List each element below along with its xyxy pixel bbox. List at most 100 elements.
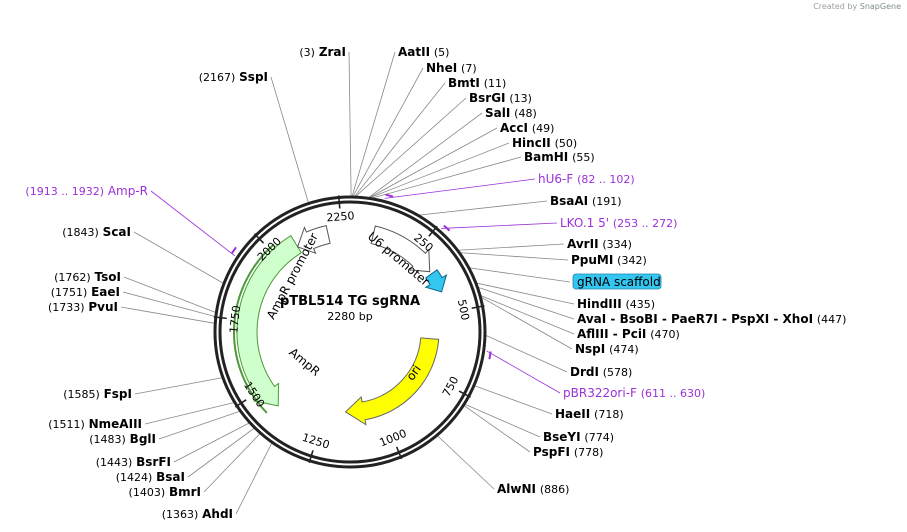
leader-line [270, 76, 310, 204]
label-pvui: (1733) PvuI [48, 300, 118, 314]
leader-line [479, 294, 575, 335]
leader-line [486, 350, 561, 394]
label-fspi: (1585) FspI [63, 387, 132, 401]
tick-label: 2250 [326, 209, 355, 224]
label-afliii-pcii: AflIII - PciI (470) [577, 327, 680, 341]
leader-line [351, 51, 396, 198]
tick-label: 1750 [227, 305, 243, 334]
label-bsaai: BsaAI (191) [550, 194, 622, 208]
leader-line [441, 222, 558, 229]
leader-line [480, 296, 573, 350]
label-hincii: HincII (50) [512, 136, 577, 150]
tick-mark [308, 450, 314, 463]
leader-line [463, 404, 531, 453]
ampr-outer-arc [233, 243, 275, 414]
leader-lines [120, 51, 575, 515]
tick-mark [428, 225, 438, 237]
ori-arrow [344, 337, 440, 426]
label-hindiii: HindIII (435) [577, 297, 655, 311]
label-bsrgi: BsrGI (13) [469, 91, 532, 105]
site-labels: AatII (5)NheI (7)BmtI (11)BsrGI (13)SalI… [25, 45, 846, 521]
leader-line [473, 385, 553, 415]
label-amp-r: (1913 .. 1932) Amp-R [25, 184, 148, 198]
plasmid-name: pTBL514 TG sgRNA [280, 294, 420, 309]
label-avrii: AvrII (334) [567, 237, 632, 251]
leader-line [436, 434, 495, 490]
leader-line [203, 432, 261, 493]
label-bsrfi: (1443) BsrFI [96, 455, 171, 469]
u6-promoter-arrow [370, 225, 431, 273]
leader-line [367, 112, 483, 199]
label-avai-bsobi-paer7i-pspxi-xhoi: AvaI - BsoBI - PaeR7I - PspXI - XhoI (44… [577, 312, 846, 326]
credit-prefix: Created by [813, 2, 858, 11]
label-ahdi: (1363) AhdI [162, 507, 233, 521]
grna-scaffold-arrow [424, 269, 448, 293]
leader-line [122, 291, 216, 318]
credit-brand: SnapGene [859, 2, 901, 11]
tick-mark [253, 233, 265, 244]
label-ppumi: PpuMI (342) [571, 253, 647, 267]
primer-mark [385, 193, 394, 198]
label-grna-scaffold: gRNA scaffold [577, 275, 661, 289]
label-bsai: (1424) BsaI [116, 470, 185, 484]
tick-mark [234, 399, 247, 408]
snapgene-credit: Created by SnapGene [813, 2, 901, 11]
feature-label-ampr: AmpR [286, 345, 322, 379]
label-drdi: DrdI (578) [570, 365, 632, 379]
label-nmeaiii: (1511) NmeAIII [48, 417, 142, 431]
label-haeii: HaeII (718) [555, 407, 624, 421]
label-bseyi: BseYI (774) [543, 430, 614, 444]
ampr-arrow [236, 235, 302, 407]
tick-label: 500 [455, 298, 472, 321]
plasmid-size: 2280 bp [327, 310, 372, 323]
label-scai: (1843) ScaI [62, 225, 131, 239]
leader-line [352, 67, 424, 198]
tick-mark [213, 316, 227, 320]
label-lko-1-5: LKO.1 5' (253 .. 272) [560, 216, 677, 230]
leader-line [134, 377, 224, 395]
leader-line [150, 190, 236, 257]
label-alwni: AlwNI (886) [497, 482, 569, 496]
tick-label: 1000 [378, 427, 409, 450]
leader-line [475, 282, 575, 305]
label-nhei: NheI (7) [426, 61, 477, 75]
leader-line [370, 156, 522, 199]
label-pspfi: PspFI (778) [533, 445, 603, 459]
label-tsoi: (1762) TsoI [54, 270, 121, 284]
primer-mark [230, 246, 237, 255]
leader-line [368, 142, 510, 199]
label-sali: SalI (48) [485, 106, 537, 120]
label-nspi: NspI (474) [575, 342, 639, 356]
leader-line [133, 231, 225, 284]
label-bmti: BmtI (11) [448, 76, 506, 90]
backbone-outer-strand [213, 195, 487, 469]
leader-line [187, 427, 256, 478]
leader-line [354, 97, 467, 198]
primer-mark [488, 351, 492, 360]
leader-line [235, 442, 273, 515]
tick-label: 750 [440, 374, 461, 399]
leader-line [144, 401, 235, 425]
leader-line [173, 422, 251, 463]
leader-line [348, 51, 352, 198]
leader-line [484, 334, 568, 373]
label-pbr322ori-f: pBR322ori-F (611 .. 630) [563, 386, 705, 400]
label-bgli: (1483) BglI [89, 432, 156, 446]
leader-line [353, 82, 446, 198]
leader-line [459, 252, 569, 261]
label-bmri: (1403) BmrI [129, 485, 201, 499]
leader-line [123, 276, 217, 314]
leader-line [384, 178, 536, 199]
backbone-inner-strand [218, 200, 482, 464]
tick-label: 1250 [301, 431, 332, 452]
tick-mark [471, 304, 485, 310]
grna-scaffold-label-box [572, 273, 662, 290]
label-eaei: (1751) EaeI [51, 285, 120, 299]
leader-line [468, 267, 571, 283]
label-acci: AccI (49) [500, 121, 554, 135]
leader-line [367, 127, 498, 199]
label-hu6-f: hU6-F (82 .. 102) [538, 172, 635, 186]
ampr-promoter-arrow [296, 225, 331, 255]
leader-line [120, 306, 216, 324]
